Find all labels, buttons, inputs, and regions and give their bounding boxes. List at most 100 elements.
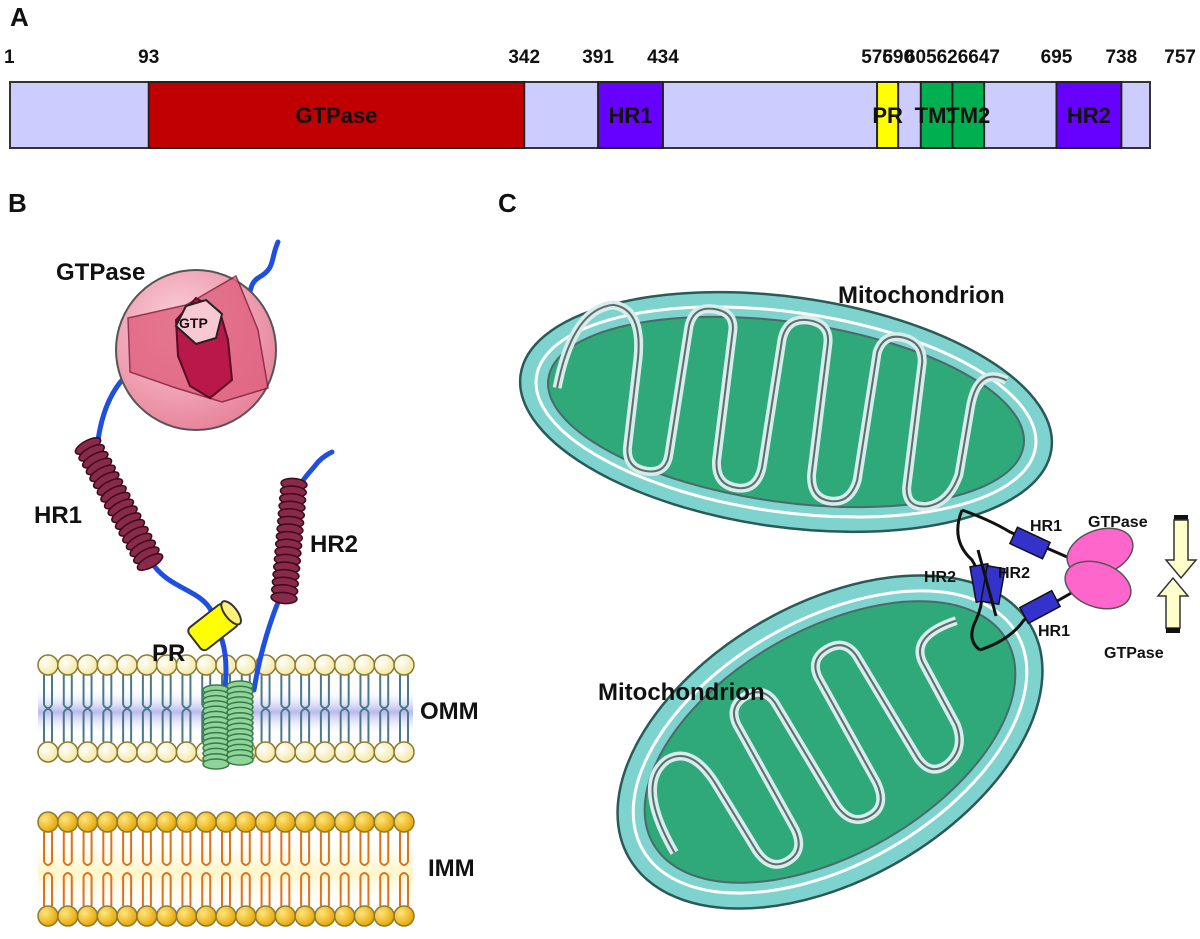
panel-c-label: C <box>498 188 517 218</box>
tether-complex <box>956 508 1134 652</box>
gtpase-label-c-bottom: GTPase <box>1104 645 1164 662</box>
lipid-part <box>300 708 311 742</box>
gtpase-ellipse-bottom <box>1064 560 1132 610</box>
hr2-block-right <box>980 564 1006 606</box>
lipid-part <box>161 675 172 709</box>
imm-bilayer <box>37 811 415 927</box>
lipid-part <box>333 654 356 676</box>
lipid-part <box>260 675 271 709</box>
lipid-part <box>161 872 172 906</box>
lipid-part <box>57 741 79 763</box>
lipid-part <box>201 872 212 906</box>
position-label: 1 <box>4 47 15 68</box>
lipid-part <box>62 708 73 742</box>
lipid-part <box>235 811 257 833</box>
lipid-part <box>116 741 138 763</box>
hr1-label-b: HR1 <box>34 502 82 529</box>
lipid-part <box>116 654 138 676</box>
panel-a-label: A <box>10 2 29 32</box>
pr-label-b: PR <box>152 640 185 667</box>
lipid-part <box>359 675 370 709</box>
lipid-part <box>43 872 53 906</box>
lipid-part <box>353 811 376 833</box>
lipid-part <box>136 905 158 927</box>
lipid-part <box>240 872 251 906</box>
lipid-part <box>195 905 217 927</box>
lipid-part <box>280 708 291 742</box>
lipid-part <box>393 654 415 676</box>
position-label: 93 <box>138 47 159 68</box>
lipid-part <box>82 675 93 709</box>
lipid-part <box>280 832 291 866</box>
lipid-part <box>76 811 99 833</box>
lipid-part <box>399 872 409 906</box>
lipid-part <box>57 905 79 927</box>
up-arrow-icon <box>1156 576 1190 633</box>
gtp-label: GTP <box>179 315 208 331</box>
lipid-part <box>43 832 53 866</box>
hr2-label-c-left: HR2 <box>924 569 956 586</box>
lipid-part <box>155 741 178 763</box>
lipid-part <box>274 811 297 833</box>
lipid-part <box>215 905 237 927</box>
lipid-part <box>161 708 172 742</box>
lipid-part <box>122 872 133 906</box>
lipid-part <box>314 654 336 676</box>
lipid-part <box>141 675 152 709</box>
lipid-part <box>136 741 158 763</box>
lipid-part <box>373 741 395 763</box>
lipid-part <box>260 872 271 906</box>
mitochondrion-bottom <box>616 574 1044 910</box>
lipid-part <box>37 811 59 833</box>
position-label: 434 <box>647 47 679 68</box>
lipid-part <box>116 905 138 927</box>
lipid-part <box>175 741 198 763</box>
lipid-part <box>57 654 79 676</box>
lipid-part <box>353 741 376 763</box>
position-label: 757 <box>1164 47 1196 68</box>
lipid-part <box>141 708 152 742</box>
lipid-part <box>181 708 192 742</box>
hr1-block-bottom <box>1018 589 1062 625</box>
lipid-part <box>235 654 257 676</box>
domain-block-gtpase <box>147 81 526 149</box>
lipid-part <box>195 654 217 676</box>
lipid-part <box>260 832 271 866</box>
domain-label-hr2: HR2 <box>1067 103 1111 128</box>
lipid-part <box>76 741 99 763</box>
hr1-label-c-bottom: HR1 <box>1038 623 1070 640</box>
lipid-part <box>116 811 138 833</box>
lipid-part <box>359 832 370 866</box>
position-label: 342 <box>508 47 540 68</box>
lipid-part <box>274 905 297 927</box>
position-label: 391 <box>582 47 614 68</box>
lipid-part <box>76 654 99 676</box>
lipid-part <box>280 872 291 906</box>
lipid-part <box>254 811 277 833</box>
hr2-label-b: HR2 <box>310 531 358 558</box>
lipid-part <box>141 872 152 906</box>
hr1-block-top <box>1008 526 1052 560</box>
tm-helices <box>202 680 254 770</box>
helix-turn <box>136 553 164 571</box>
lipid-part <box>102 832 113 866</box>
hr1-label-c-top: HR1 <box>1030 518 1062 535</box>
gtpase-globule <box>115 269 277 431</box>
lipid-part <box>235 905 257 927</box>
lipid-part <box>353 905 376 927</box>
lipid-part <box>122 708 133 742</box>
mitochondrion-label-top: Mitochondrion <box>838 282 1005 309</box>
lipid-part <box>274 741 297 763</box>
lipid-part <box>333 811 356 833</box>
lipid-part <box>294 905 316 927</box>
gtpase-label-c-top: GTPase <box>1088 514 1148 531</box>
lipid-part <box>300 872 311 906</box>
lipid-part <box>221 872 231 906</box>
lipid-part <box>102 872 113 906</box>
lipid-part <box>141 832 152 866</box>
domain-label-hr1: HR1 <box>609 103 653 128</box>
lipid-part <box>379 832 390 866</box>
imm-label: IMM <box>428 855 475 882</box>
